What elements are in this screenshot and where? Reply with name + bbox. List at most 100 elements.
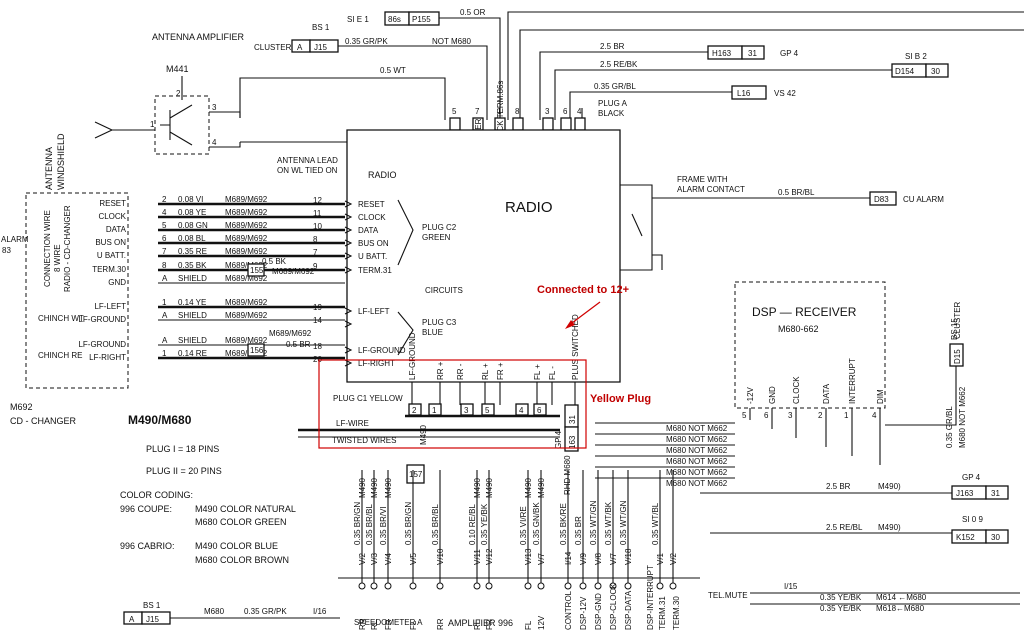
radio-top-pin	[560, 117, 572, 131]
radio-left-pin-label: TERM.31	[358, 266, 392, 275]
radio-left-pin-num: 12	[313, 196, 322, 205]
antenna-amplifier-title: ANTENNA AMPLIFIER	[152, 32, 245, 42]
radio-pin-arrow	[344, 320, 353, 328]
cd-row-model: M689/M692	[225, 349, 268, 358]
amp-pin-code: V/8	[594, 552, 603, 565]
svg-text:FRAME WITH: FRAME WITH	[677, 175, 728, 184]
m680-row-label: M680 NOT M662	[666, 435, 728, 444]
svg-text:M680: M680	[204, 607, 225, 616]
svg-text:A: A	[129, 615, 135, 624]
svg-text:RADIO - CD-CHANGER: RADIO - CD-CHANGER	[63, 205, 72, 292]
svg-text:K152: K152	[956, 533, 975, 542]
dsp-pin-label: -12V	[746, 386, 755, 404]
svg-text:J15: J15	[314, 43, 327, 52]
amp-pin-code: V/9	[579, 552, 588, 565]
svg-text:0.35 GR/PK: 0.35 GR/PK	[345, 37, 388, 46]
radio-left-pin-label: LF-LEFT	[358, 307, 390, 316]
svg-text:2: 2	[176, 89, 181, 98]
legend-title: M490/M680	[128, 413, 192, 427]
cd-row-num: 4	[162, 208, 167, 217]
amp-wire-color: 0.35 WT/GN	[589, 500, 598, 545]
svg-text:31: 31	[568, 415, 577, 424]
svg-text:8 WIRE: 8 WIRE	[53, 244, 62, 272]
svg-text:J15: J15	[146, 615, 159, 624]
cd-row-label: BUS ON	[95, 238, 126, 247]
cd-row-label: GND	[108, 278, 126, 287]
amp-pin-label: DSP-CLOCK	[609, 583, 618, 630]
amp-pin-label: RL	[370, 619, 379, 630]
transistor-symbol	[160, 80, 193, 146]
radio-left-pin-label: U BATT.	[358, 252, 387, 261]
svg-text:31: 31	[991, 489, 1000, 498]
svg-text:D154: D154	[895, 67, 915, 76]
svg-text:M614 ←M680: M614 ←M680	[876, 593, 927, 602]
svg-text:PLUG C2: PLUG C2	[422, 223, 457, 232]
c1-pin-num: 5	[485, 406, 490, 415]
dsp-pin-num: 5	[742, 411, 747, 420]
cd-row-color: 0.14 RE	[178, 349, 207, 358]
amp-wire-color: 0.10 RE/BL	[468, 504, 477, 545]
svg-text:M490): M490)	[878, 482, 901, 491]
svg-text:86s: 86s	[388, 15, 401, 24]
cd-row-num: 8	[162, 261, 167, 270]
svg-text:30: 30	[931, 67, 940, 76]
cd-row-label: LF-RIGHT	[89, 353, 126, 362]
cd-row-color: SHIELD	[178, 274, 207, 283]
amp-pin	[537, 582, 545, 590]
svg-text:H163: H163	[712, 49, 732, 58]
radio-top-pin	[512, 117, 524, 131]
svg-text:PLUG C3: PLUG C3	[422, 318, 457, 327]
svg-text:BLUE: BLUE	[422, 328, 443, 337]
m680-row-label: M680 NOT M662	[666, 479, 728, 488]
svg-text:4: 4	[212, 138, 217, 147]
c1-pin-num: 4	[519, 406, 524, 415]
svg-text:GP 4: GP 4	[554, 430, 563, 449]
svg-text:M490 COLOR NATURAL: M490 COLOR NATURAL	[195, 504, 296, 514]
dsp-title: DSP — RECEIVER	[752, 305, 857, 319]
svg-text:2.5 RE/BL: 2.5 RE/BL	[826, 523, 863, 532]
cd-row-color: 0.08 VI	[178, 195, 203, 204]
svg-text:0.5 BK: 0.5 BK	[262, 257, 287, 266]
ref-156	[247, 343, 265, 357]
svg-text:156: 156	[250, 346, 264, 355]
ref-155	[247, 263, 265, 277]
m490-label: M490	[384, 477, 393, 498]
cd-row-label: RESET	[99, 199, 126, 208]
amp-pin-label: FL	[524, 620, 533, 630]
dsp-receiver-box	[734, 281, 886, 409]
m490-label: M490	[537, 477, 546, 498]
radio-left-pin-label: RESET	[358, 200, 385, 209]
amp-wire-color: 0.35 BR/GN	[353, 502, 362, 545]
svg-text:M490 COLOR BLUE: M490 COLOR BLUE	[195, 541, 278, 551]
amp-pin-code: V/7	[609, 552, 618, 565]
svg-text:CIRCUITS: CIRCUITS	[425, 286, 463, 295]
svg-text:BS 1: BS 1	[143, 601, 161, 610]
dsp-pin-label: CLOCK	[792, 376, 801, 404]
amp-wire-color: 0.35 GN/BK	[532, 502, 541, 545]
antenna-label: ANTENNA	[44, 147, 54, 190]
radio-left-pin-num: 8	[313, 235, 318, 244]
svg-text:COLOR CODING:: COLOR CODING:	[120, 490, 193, 500]
amp-pin	[436, 582, 444, 590]
amp-pin-label: RR	[436, 618, 445, 630]
cd-row-num: A	[162, 311, 168, 320]
amp-pin	[384, 582, 392, 590]
svg-text:M490: M490	[419, 424, 428, 445]
amp-wire-color: 0.35 BR/BL	[431, 504, 440, 545]
svg-text:CHINCH RE: CHINCH RE	[38, 351, 82, 360]
amp-wire-color: 0.35 VI/RE	[519, 506, 528, 545]
radio-left-pin-num: 10	[313, 222, 322, 231]
cd-row-num: 2	[162, 195, 167, 204]
svg-text:SI E 1: SI E 1	[347, 15, 369, 24]
radio-left-pin-num: 18	[313, 342, 322, 351]
cd-row-model: M689/M692	[225, 208, 268, 217]
cd-row-num: A	[162, 336, 168, 345]
c1-pin-num: 3	[464, 406, 469, 415]
amp-pin-label: DSP-INTERRUPT	[646, 565, 655, 630]
svg-text:31: 31	[748, 49, 757, 58]
svg-text:CU ALARM: CU ALARM	[903, 195, 944, 204]
svg-text:GP 4: GP 4	[962, 473, 981, 482]
svg-text:I/16: I/16	[313, 607, 327, 616]
radio-left-pin-label: BUS ON	[358, 239, 389, 248]
